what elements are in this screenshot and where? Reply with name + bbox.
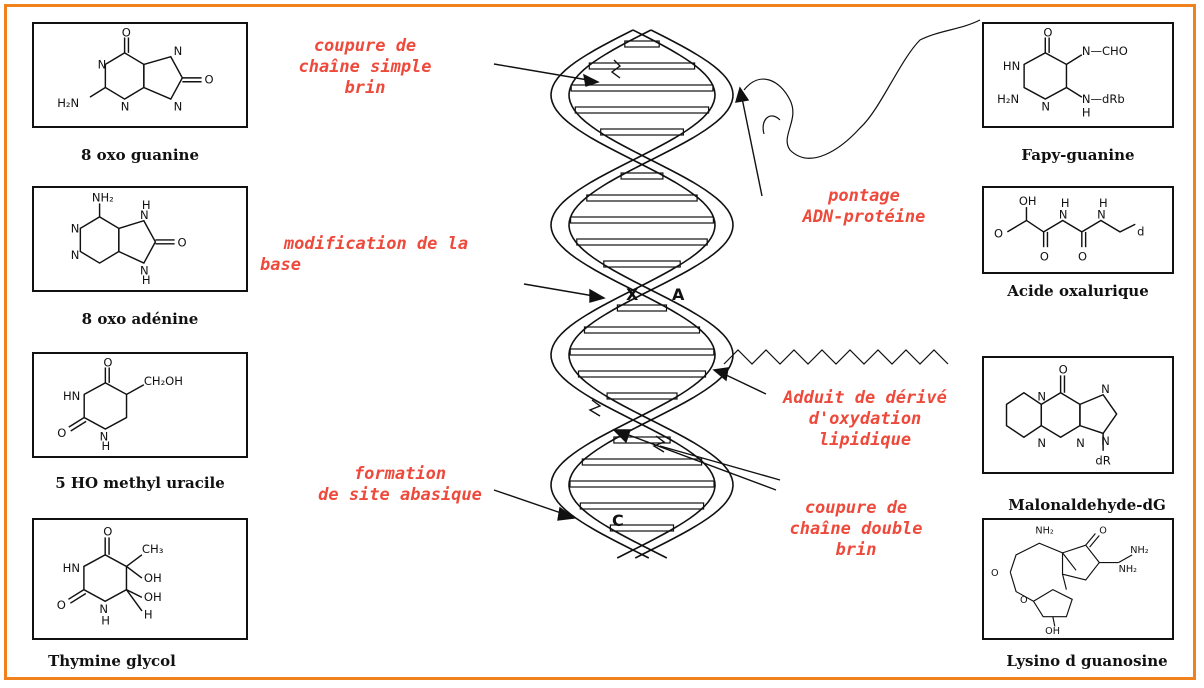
svg-text:H: H — [1082, 105, 1091, 119]
svg-text:OH: OH — [1019, 194, 1037, 208]
svg-text:NH₂: NH₂ — [92, 190, 114, 204]
svg-text:N—dRb: N—dRb — [1082, 92, 1125, 106]
structure-acide-oxalurique: OH O O O N H N H d — [984, 188, 1172, 272]
svg-text:H: H — [144, 608, 153, 622]
molecule-name-fapy-guanine: Fapy-guanine — [982, 146, 1174, 164]
svg-text:NH₂: NH₂ — [1130, 545, 1148, 556]
svg-text:H₂N: H₂N — [57, 96, 79, 110]
svg-text:O: O — [991, 568, 999, 579]
svg-text:N: N — [71, 221, 80, 235]
molecule-box-acide-oxalurique: OH O O O N H N H d — [982, 186, 1174, 274]
svg-text:O: O — [994, 227, 1003, 241]
svg-text:OH: OH — [1045, 626, 1060, 637]
svg-text:d: d — [1137, 225, 1144, 239]
svg-text:dR: dR — [1095, 453, 1110, 467]
svg-text:N: N — [1037, 390, 1046, 404]
molecule-box-thymine-glycol: O O HN N H CH₃ OH OH H — [32, 518, 248, 640]
molecule-name-malonaldehyde-dg: Malonaldehyde-dG — [982, 496, 1192, 514]
svg-text:O: O — [1043, 26, 1052, 40]
svg-text:N: N — [71, 248, 80, 262]
svg-text:N: N — [98, 57, 107, 71]
molecule-box-lysino-d-guanosine: NH₂ O O NH₂ NH₂ O OH — [982, 518, 1174, 640]
svg-text:O: O — [1020, 595, 1028, 606]
molecule-name-5-ho-methyl-uracile: 5 HO methyl uracile — [32, 474, 248, 492]
svg-text:O: O — [204, 73, 213, 87]
molecule-name-lysino-d-guanosine: Lysino d guanosine — [982, 652, 1192, 670]
svg-text:O: O — [57, 426, 66, 440]
molecule-box-malonaldehyde-dg: O N N N N N dR — [982, 356, 1174, 474]
svg-text:N: N — [174, 100, 183, 114]
svg-text:N: N — [121, 100, 130, 114]
svg-text:N: N — [1041, 100, 1050, 114]
svg-text:O: O — [103, 524, 112, 538]
svg-text:O: O — [1040, 250, 1049, 264]
svg-text:N: N — [174, 44, 183, 58]
molecule-box-fapy-guanine: O HN N H₂N N—CHO N—dRb H — [982, 22, 1174, 128]
label-base-modification: modification de la base — [256, 234, 496, 276]
svg-text:N—CHO: N—CHO — [1082, 44, 1128, 58]
svg-text:H: H — [101, 613, 110, 627]
svg-text:N: N — [1101, 434, 1110, 448]
svg-text:H₂N: H₂N — [997, 92, 1019, 106]
label-dna-protein-crosslink: pontage ADN-protéine — [784, 186, 944, 228]
svg-text:OH: OH — [144, 590, 162, 604]
label-abasic-site: formation de site abasique — [300, 464, 500, 506]
svg-text:HN: HN — [63, 389, 80, 403]
svg-text:H: H — [142, 198, 151, 212]
svg-text:O: O — [103, 356, 112, 370]
svg-text:OH: OH — [144, 571, 162, 585]
molecule-box-5-ho-methyl-uracile: O O HN N H CH₂OH — [32, 352, 248, 458]
svg-text:O: O — [57, 598, 66, 612]
structure-5-ho-methyl-uracile: O O HN N H CH₂OH — [34, 354, 246, 456]
structure-lysino-d-guanosine: NH₂ O O NH₂ NH₂ O OH — [984, 520, 1172, 638]
svg-text:NH₂: NH₂ — [1119, 564, 1137, 575]
svg-text:H: H — [1099, 196, 1108, 210]
label-lipid-adduct: Adduit de dérivé d'oxydation lipidique — [760, 388, 970, 451]
molecule-name-acide-oxalurique: Acide oxalurique — [982, 282, 1174, 300]
svg-text:N: N — [1101, 382, 1110, 396]
molecule-name-8-oxo-adenine: 8 oxo adénine — [32, 310, 248, 328]
svg-text:N: N — [1076, 436, 1085, 450]
molecule-name-8-oxo-guanine: 8 oxo guanine — [32, 146, 248, 164]
structure-malonaldehyde-dg: O N N N N N dR — [984, 358, 1172, 472]
svg-text:H: H — [142, 273, 151, 287]
structure-thymine-glycol: O O HN N H CH₃ OH OH H — [34, 520, 246, 638]
svg-text:H: H — [1061, 196, 1070, 210]
label-double-strand-break: coupure de chaîne double brin — [776, 498, 936, 561]
svg-text:CH₃: CH₃ — [142, 542, 164, 556]
svg-text:HN: HN — [1003, 59, 1020, 73]
label-single-strand-break: coupure de chaîne simple brin — [290, 36, 440, 99]
structure-fapy-guanine: O HN N H₂N N—CHO N—dRb H — [984, 24, 1172, 126]
svg-text:H: H — [102, 439, 111, 453]
svg-text:NH₂: NH₂ — [1035, 526, 1053, 537]
molecule-box-8-oxo-guanine: O O N N N N H₂N — [32, 22, 248, 128]
svg-text:O: O — [178, 236, 187, 250]
svg-text:O: O — [122, 26, 131, 40]
molecule-name-thymine-glycol: Thymine glycol — [32, 652, 192, 670]
svg-text:O: O — [1099, 526, 1107, 537]
svg-text:HN: HN — [63, 561, 80, 575]
svg-text:O: O — [1059, 362, 1068, 376]
svg-text:N: N — [1037, 436, 1046, 450]
structure-8-oxo-adenine: NH₂ O N N N H N H — [34, 188, 246, 290]
structure-8-oxo-guanine: O O N N N N H₂N — [34, 24, 246, 126]
svg-text:CH₂OH: CH₂OH — [144, 374, 183, 388]
molecule-box-8-oxo-adenine: NH₂ O N N N H N H — [32, 186, 248, 292]
svg-text:O: O — [1078, 250, 1087, 264]
